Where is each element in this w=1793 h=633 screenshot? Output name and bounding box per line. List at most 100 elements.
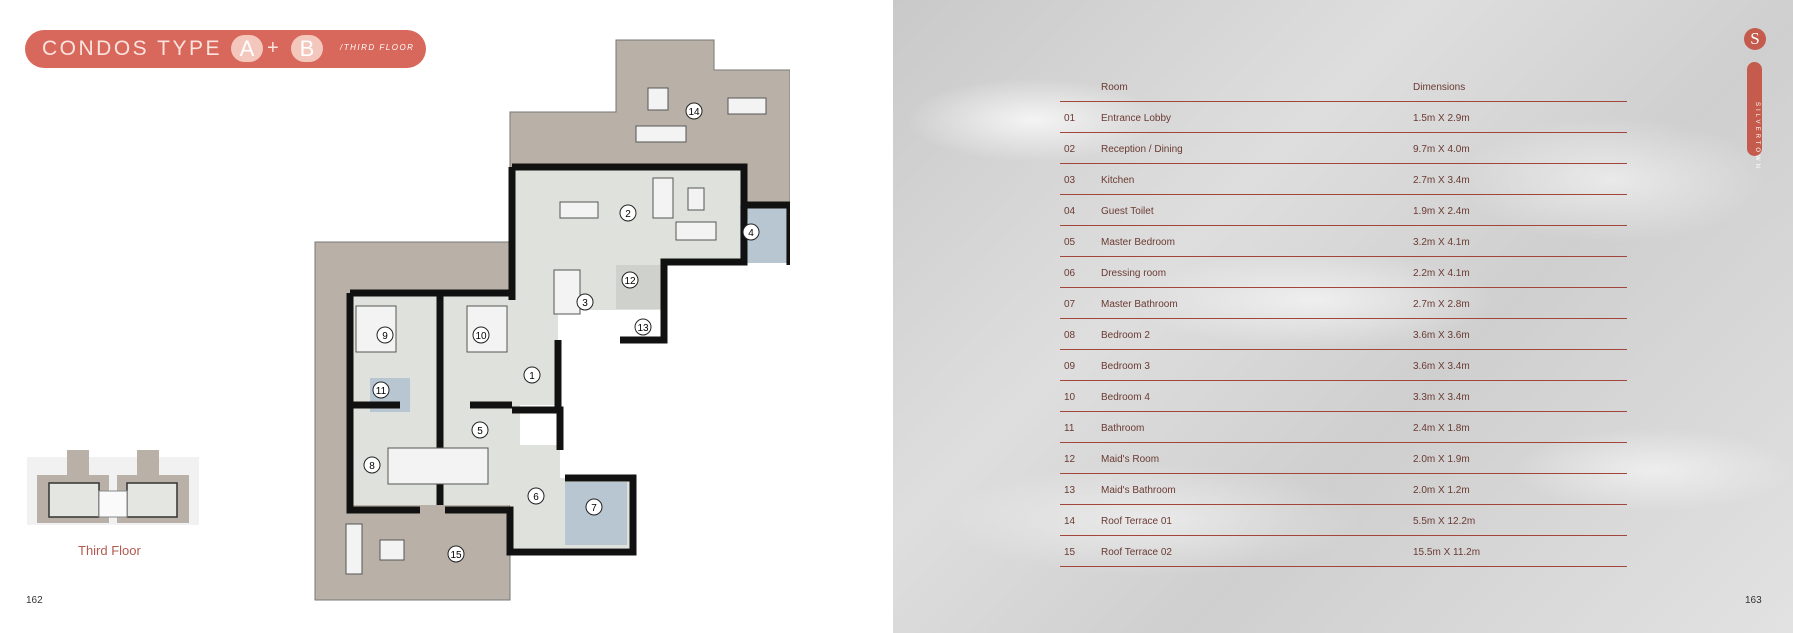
table-row: 05 Master Bedroom 3.2m X 4.1m xyxy=(1060,226,1627,257)
label-13: 13 xyxy=(634,318,652,336)
title-text: CONDOS TYPE xyxy=(42,37,222,60)
room-dimensions: 2.0m X 1.9m xyxy=(1413,454,1470,465)
room-name: Dressing room xyxy=(1101,268,1167,279)
room-dimensions: 9.7m X 4.0m xyxy=(1413,144,1470,155)
room-name: Master Bathroom xyxy=(1101,299,1178,310)
label-12: 12 xyxy=(621,271,639,289)
table-row: 10 Bedroom 4 3.3m X 3.4m xyxy=(1060,381,1627,412)
room-name: Reception / Dining xyxy=(1101,144,1183,155)
floor-plan: 1 2 3 4 5 6 7 8 9 10 11 12 13 14 15 xyxy=(314,39,790,601)
mini-plan-caption: Third Floor xyxy=(78,543,141,558)
label-13-text: 13 xyxy=(637,323,649,334)
label-14-text: 14 xyxy=(688,107,700,118)
maids-room xyxy=(616,265,664,309)
table-row: 02 Reception / Dining 9.7m X 4.0m xyxy=(1060,133,1627,164)
room-name: Bathroom xyxy=(1101,423,1145,434)
label-3: 3 xyxy=(576,293,594,311)
type-b-badge: B xyxy=(291,35,323,62)
label-4: 4 xyxy=(742,223,760,241)
table-row: 04 Guest Toilet 1.9m X 2.4m xyxy=(1060,195,1627,226)
label-8: 8 xyxy=(363,456,381,474)
room-number: 09 xyxy=(1064,361,1076,372)
room-number: 02 xyxy=(1064,144,1076,155)
room-name: Roof Terrace 02 xyxy=(1101,547,1172,558)
label-11-text: 11 xyxy=(376,386,387,397)
label-9: 9 xyxy=(376,326,394,344)
room-name: Bedroom 2 xyxy=(1101,330,1150,341)
room-dimensions: 5.5m X 12.2m xyxy=(1413,516,1476,527)
room-name: Master Bedroom xyxy=(1101,237,1175,248)
label-7: 7 xyxy=(585,498,603,516)
left-page: CONDOS TYPE A + B /THIRD FLOOR xyxy=(0,0,893,633)
room-name: Guest Toilet xyxy=(1101,206,1154,217)
label-5: 5 xyxy=(471,421,489,439)
room-name: Roof Terrace 01 xyxy=(1101,516,1172,527)
room-labels: 1 2 3 4 5 6 7 8 9 10 11 12 13 14 15 xyxy=(363,102,760,563)
room-number: 04 xyxy=(1064,206,1076,217)
room-dimensions: 2.7m X 3.4m xyxy=(1413,175,1470,186)
room-name: Maid's Bathroom xyxy=(1101,485,1176,496)
label-10-text: 10 xyxy=(475,331,487,342)
header-room: Room xyxy=(1101,82,1128,93)
room-number: 13 xyxy=(1064,485,1076,496)
room-dimensions: 3.6m X 3.6m xyxy=(1413,330,1470,341)
title-pill: CONDOS TYPE A + B /THIRD FLOOR xyxy=(25,30,426,68)
label-7-text: 7 xyxy=(591,503,597,514)
brand-name: SILVERTOWN xyxy=(1754,102,1760,172)
room-name: Bedroom 3 xyxy=(1101,361,1150,372)
right-page xyxy=(893,0,1793,633)
label-15-text: 15 xyxy=(450,550,462,561)
mini-floor-plan xyxy=(27,450,199,525)
label-8-text: 8 xyxy=(369,461,375,472)
room-number: 05 xyxy=(1064,237,1076,248)
table-header: Room Dimensions xyxy=(1060,78,1627,102)
room-dimensions: 1.9m X 2.4m xyxy=(1413,206,1470,217)
room-number: 03 xyxy=(1064,175,1076,186)
table-row: 13 Maid's Bathroom 2.0m X 1.2m xyxy=(1060,474,1627,505)
page-number-right: 163 xyxy=(1745,595,1762,606)
plus-sign: + xyxy=(267,37,279,59)
table-row: 08 Bedroom 2 3.6m X 3.6m xyxy=(1060,319,1627,350)
header-dimensions: Dimensions xyxy=(1413,82,1466,93)
room-number: 12 xyxy=(1064,454,1076,465)
room-number: 01 xyxy=(1064,113,1076,124)
label-9-text: 9 xyxy=(382,331,388,342)
floor-subtitle: /THIRD FLOOR xyxy=(340,43,415,52)
room-name: Maid's Room xyxy=(1101,454,1160,465)
room-number: 10 xyxy=(1064,392,1076,403)
label-3-text: 3 xyxy=(582,298,588,309)
room-number: 14 xyxy=(1064,516,1076,527)
room-dimensions: 3.3m X 3.4m xyxy=(1413,392,1470,403)
room-number: 15 xyxy=(1064,547,1076,558)
room-name: Bedroom 4 xyxy=(1101,392,1150,403)
table-row: 11 Bathroom 2.4m X 1.8m xyxy=(1060,412,1627,443)
room-name: Kitchen xyxy=(1101,175,1135,186)
room-dimensions: 3.2m X 4.1m xyxy=(1413,237,1470,248)
room-dimensions: 2.4m X 1.8m xyxy=(1413,423,1470,434)
type-a-badge: A xyxy=(231,35,263,62)
label-2-text: 2 xyxy=(625,209,631,220)
label-11: 11 xyxy=(372,381,390,399)
label-1: 1 xyxy=(523,366,541,384)
table-row: 14 Roof Terrace 01 5.5m X 12.2m xyxy=(1060,505,1627,536)
page-number-left: 162 xyxy=(26,595,43,606)
label-12-text: 12 xyxy=(624,276,636,287)
room-number: 06 xyxy=(1064,268,1076,279)
room-number: 07 xyxy=(1064,299,1076,310)
label-14: 14 xyxy=(685,102,703,120)
brand-initial: S xyxy=(1744,28,1766,50)
room-dimensions: 2.0m X 1.2m xyxy=(1413,485,1470,496)
brand-bar: SILVERTOWN xyxy=(1747,62,1762,171)
brand-logo: S SILVERTOWN xyxy=(1744,28,1766,171)
room-number: 08 xyxy=(1064,330,1076,341)
label-5-text: 5 xyxy=(477,426,483,437)
label-4-text: 4 xyxy=(748,228,754,239)
room-number: 11 xyxy=(1064,423,1075,434)
label-10: 10 xyxy=(472,326,490,344)
